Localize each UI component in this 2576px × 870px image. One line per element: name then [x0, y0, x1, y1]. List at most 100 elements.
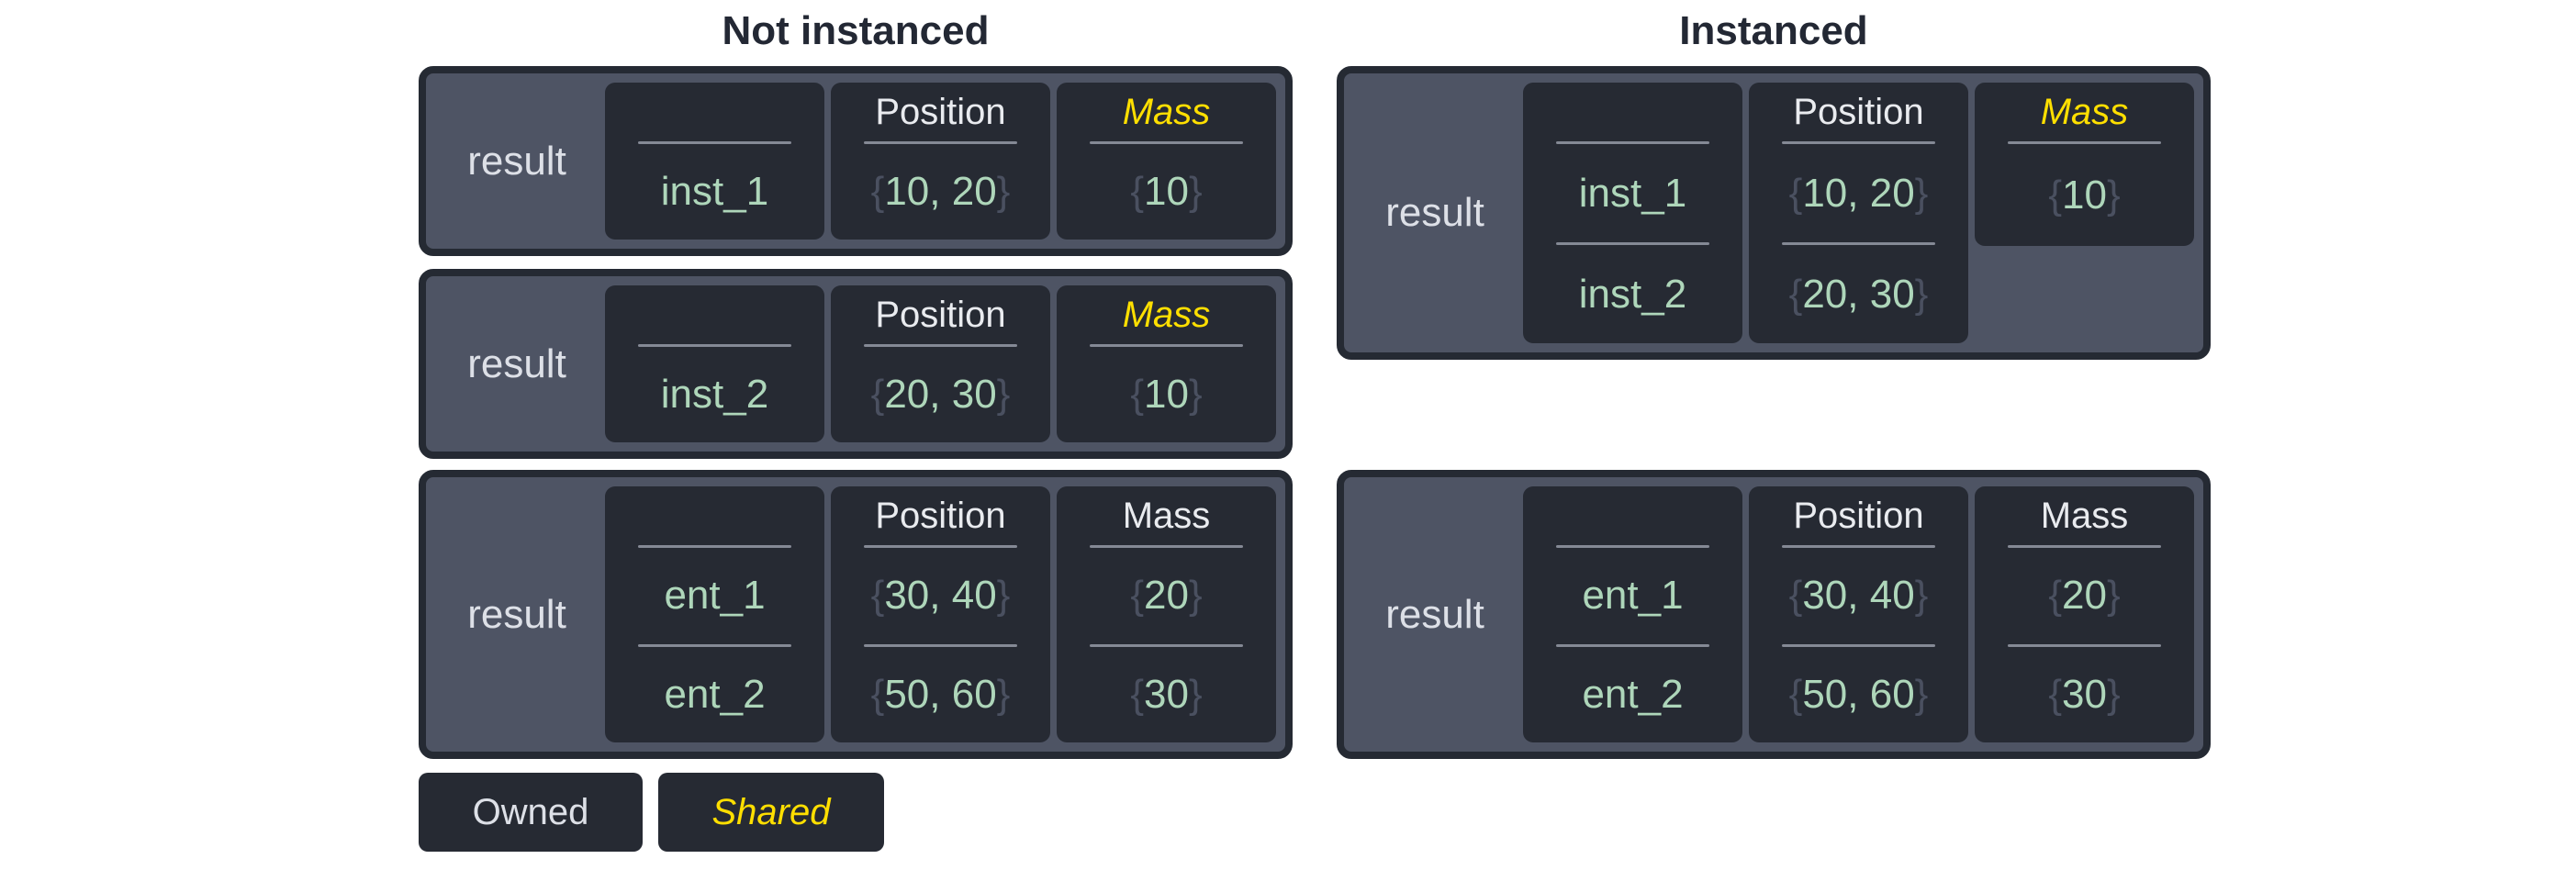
- value-text: 10: [2062, 172, 2107, 218]
- divider: [1090, 344, 1243, 347]
- brace-close: }: [1914, 573, 1929, 619]
- divider: [2008, 643, 2161, 647]
- mass-column-owned: Mass {20} {30}: [1975, 486, 2194, 742]
- divider: [1090, 643, 1243, 647]
- divider: [638, 545, 791, 548]
- value-text: 10, 20: [884, 169, 997, 214]
- entity-id: ent_1: [1582, 573, 1684, 619]
- brace-close: }: [1188, 169, 1203, 214]
- position-value: {10, 20}: [831, 144, 1050, 240]
- mass-column-owned: Mass {20} {30}: [1057, 486, 1276, 742]
- value-text: 50, 60: [1802, 671, 1915, 717]
- result-box-not-instanced-2: result inst_2 Position {20, 30} Mass {10…: [419, 269, 1293, 459]
- divider: [2008, 545, 2161, 548]
- position-column: Position {20, 30}: [831, 285, 1050, 442]
- brace-close: }: [996, 372, 1011, 417]
- mass-column-shared-single: Mass {10}: [1975, 83, 2194, 246]
- brace-close: }: [1914, 671, 1929, 717]
- mass-value: {10}: [1057, 347, 1276, 442]
- value-text: 30: [2062, 671, 2107, 717]
- brace-close: }: [1914, 170, 1929, 216]
- position-header: Position: [875, 294, 1006, 335]
- brace-open: {: [1130, 671, 1145, 717]
- result-box-not-instanced-3: result ent_1 ent_2 Position {30, 40} {50…: [419, 470, 1293, 759]
- entity-id: ent_1: [664, 573, 766, 619]
- position-header: Position: [1793, 91, 1924, 132]
- entity-id: inst_1: [660, 169, 769, 214]
- position-column: Position {10, 20}: [831, 83, 1050, 240]
- brace-open: {: [1788, 671, 1803, 717]
- value-text: 10: [1144, 372, 1189, 417]
- result-box-instanced-1: result inst_1 inst_2 Position {10, 20} {…: [1337, 66, 2211, 360]
- divider: [864, 643, 1017, 647]
- entity-column: inst_2: [605, 285, 824, 442]
- mass-header-shared: Mass: [1122, 294, 1211, 335]
- value-text: 30: [1144, 671, 1189, 717]
- divider: [1556, 242, 1709, 245]
- position-column: Position {30, 40} {50, 60}: [1749, 486, 1968, 742]
- mass-value: {20}: [1975, 548, 2194, 644]
- divider: [638, 141, 791, 144]
- entity-id: inst_2: [1578, 271, 1687, 317]
- brace-open: {: [870, 671, 885, 717]
- entity-column: ent_1 ent_2: [1523, 486, 1742, 742]
- legend-owned-badge: Owned: [419, 773, 643, 852]
- value-text: 20, 30: [1802, 271, 1915, 317]
- divider: [1782, 242, 1935, 245]
- position-header: Position: [875, 91, 1006, 132]
- value-text: 10, 20: [1802, 170, 1915, 216]
- brace-close: }: [2106, 671, 2121, 717]
- brace-close: }: [996, 573, 1011, 619]
- title-instanced: Instanced: [1679, 8, 1868, 53]
- divider: [638, 643, 791, 647]
- value-text: 30, 40: [884, 573, 997, 619]
- brace-open: {: [1788, 271, 1803, 317]
- brace-close: }: [2106, 573, 2121, 619]
- divider: [1556, 545, 1709, 548]
- position-header: Position: [1793, 495, 1924, 536]
- brace-close: }: [1188, 573, 1203, 619]
- brace-open: {: [870, 169, 885, 214]
- entity-column-header: [1523, 83, 1742, 141]
- result-box-instanced-2: result ent_1 ent_2 Position {30, 40} {50…: [1337, 470, 2211, 759]
- result-label: result: [467, 340, 566, 386]
- value-text: 10: [1144, 169, 1189, 214]
- divider: [638, 344, 791, 347]
- position-value: {10, 20}: [1749, 144, 1968, 242]
- entity-column-header: [605, 486, 824, 545]
- divider: [864, 545, 1017, 548]
- divider: [1090, 545, 1243, 548]
- mass-column-shared: Mass {10}: [1057, 285, 1276, 442]
- brace-open: {: [870, 573, 885, 619]
- divider: [1782, 545, 1935, 548]
- mass-value: {30}: [1057, 647, 1276, 743]
- entity-column-header: [605, 83, 824, 141]
- position-header: Position: [875, 495, 1006, 536]
- value-text: 20: [2062, 573, 2107, 619]
- divider: [864, 344, 1017, 347]
- divider: [1556, 643, 1709, 647]
- entity-column: inst_1: [605, 83, 824, 240]
- mass-column-wrapper: Mass {10}: [1975, 83, 2194, 343]
- mass-value: {10}: [1975, 144, 2194, 246]
- result-label: result: [467, 591, 566, 637]
- brace-open: {: [1788, 170, 1803, 216]
- value-text: 20: [1144, 573, 1189, 619]
- position-value: {50, 60}: [831, 647, 1050, 743]
- entity-id: inst_2: [660, 372, 769, 417]
- position-column: Position {30, 40} {50, 60}: [831, 486, 1050, 742]
- result-label: result: [467, 138, 566, 184]
- divider: [864, 141, 1017, 144]
- entity-id: inst_1: [1578, 170, 1687, 216]
- mass-header-shared: Mass: [1122, 91, 1211, 132]
- brace-close: }: [2106, 172, 2121, 218]
- divider: [1090, 141, 1243, 144]
- position-value: {20, 30}: [831, 347, 1050, 442]
- brace-open: {: [2048, 671, 2063, 717]
- position-value: {20, 30}: [1749, 245, 1968, 343]
- brace-open: {: [1130, 372, 1145, 417]
- entity-column: inst_1 inst_2: [1523, 83, 1742, 343]
- position-value: {50, 60}: [1749, 647, 1968, 743]
- brace-open: {: [2048, 573, 2063, 619]
